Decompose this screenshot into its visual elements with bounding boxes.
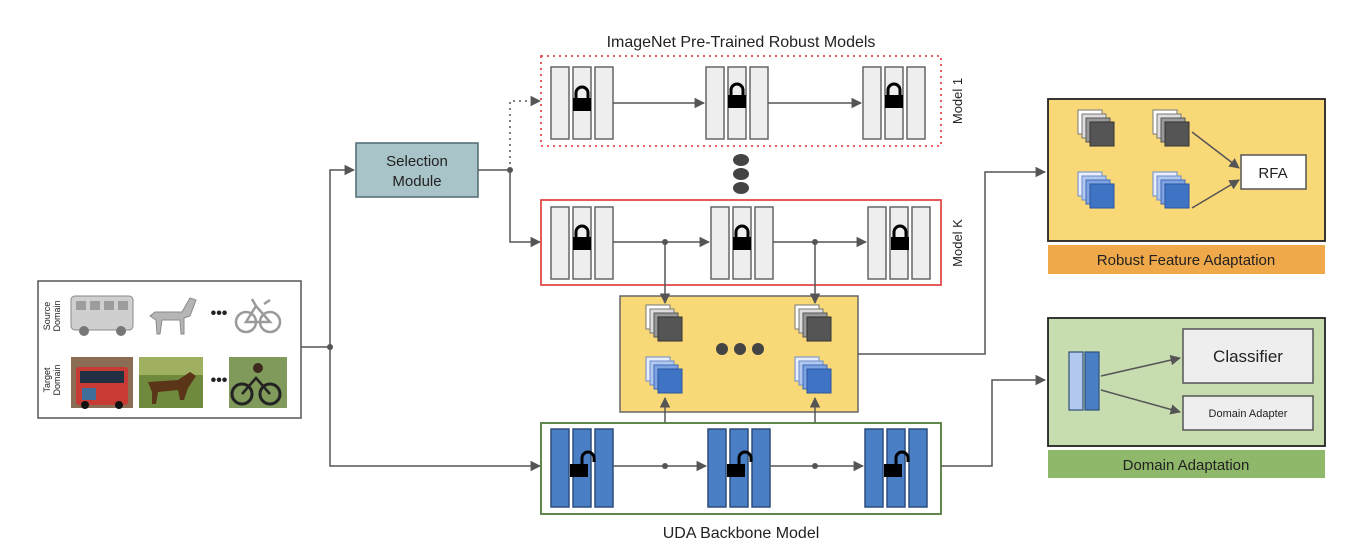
target-bicycle-image — [229, 357, 287, 408]
model-k-block-3 — [867, 206, 931, 280]
rfa-box — [1240, 154, 1307, 190]
rfa-caption: Robust Feature Adaptation — [1097, 252, 1275, 269]
model-k-block-1 — [550, 206, 614, 280]
uda-block-2 — [707, 428, 771, 508]
model-1: Model 1 — [540, 55, 965, 147]
model-1-label: Model 1 — [950, 78, 965, 124]
selection-module-label-2: Module — [392, 173, 441, 190]
uda-backbone — [540, 422, 942, 515]
target-horse-image — [139, 357, 203, 408]
da-layer-1 — [1068, 351, 1084, 411]
input-connectors — [301, 164, 542, 472]
input-panel: Source Domain Target Domain ••• — [37, 280, 302, 419]
domain-adapter-box — [1182, 395, 1314, 431]
rfa-label: RFA — [1258, 165, 1287, 182]
model-k-block-2 — [710, 206, 774, 280]
selection-module-label-1: Selection — [386, 153, 448, 170]
source-bus-image — [70, 295, 134, 336]
da-caption-bar — [1048, 450, 1325, 478]
source-domain-label-1: Source — [42, 302, 52, 331]
uda-to-da-connector — [941, 374, 1047, 467]
uda-block-3 — [864, 428, 928, 508]
classifier-box — [1182, 328, 1314, 384]
feature-ellipsis — [716, 343, 764, 355]
model-1-block-1 — [550, 66, 614, 140]
model-1-block-2 — [705, 66, 769, 140]
selection-connectors — [478, 95, 542, 248]
model-k-label: Model K — [950, 219, 965, 267]
models-ellipsis — [733, 154, 749, 194]
model-1-frame — [540, 55, 942, 147]
uda-backbone-title: UDA Backbone Model — [663, 525, 820, 542]
rfa-caption-bar — [1048, 245, 1325, 274]
model-k: Model K — [540, 199, 965, 286]
domain-adapter-label: Domain Adapter — [1209, 408, 1288, 420]
classifier-label: Classifier — [1213, 347, 1283, 366]
uda-block-1 — [550, 428, 614, 508]
source-horse-image — [149, 297, 197, 335]
da-layer-2 — [1084, 351, 1100, 411]
target-ellipsis: ••• — [211, 372, 228, 389]
selection-module-box — [355, 142, 479, 198]
target-domain-label-2: Domain — [52, 364, 62, 395]
da-caption: Domain Adaptation — [1123, 457, 1250, 474]
source-bicycle-image — [234, 298, 282, 334]
feature-block — [619, 295, 859, 413]
source-domain-label-2: Domain — [52, 300, 62, 331]
model-1-block-3 — [862, 66, 926, 140]
robust-models-title: ImageNet Pre-Trained Robust Models — [607, 34, 876, 51]
selection-module: Selection Module — [355, 142, 479, 198]
target-domain-label-1: Target — [42, 367, 52, 393]
target-bus-image — [71, 357, 133, 409]
da-panel: Classifier Domain Adapter Domain Adaptat… — [1047, 317, 1326, 478]
source-ellipsis: ••• — [211, 305, 228, 322]
rfa-panel: RFA Robust Feature Adaptation — [1047, 98, 1326, 274]
